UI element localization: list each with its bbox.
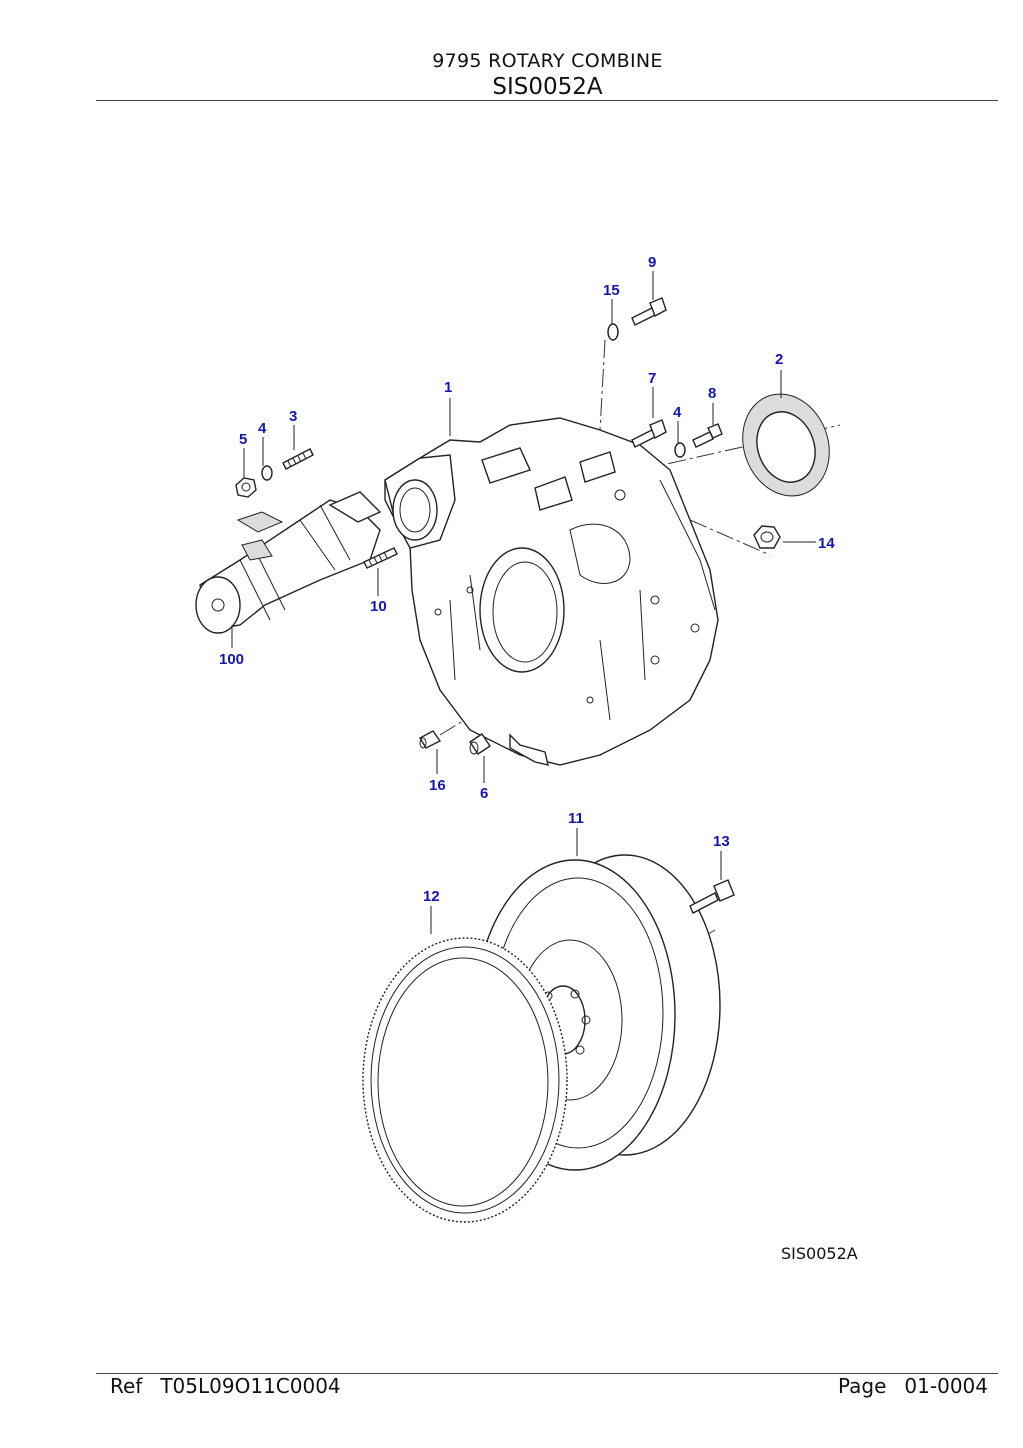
callout-9: 9 [648,254,656,271]
footer-ref: Ref T05L09O11C0004 [110,1374,341,1398]
callout-14: 14 [818,535,835,552]
flywheel-housing [384,417,719,766]
ref-label: Ref [110,1374,143,1398]
starter-nut [235,477,257,498]
footer-page: Page 01-0004 [838,1374,988,1398]
callout-8: 8 [708,385,716,402]
ref-value: T05L09O11C0004 [160,1374,341,1398]
document-code: SIS0052A [492,74,603,100]
dowel-pin [419,730,442,749]
callout-13: 13 [713,833,730,850]
starter-washer [261,465,273,481]
callout-100: 100 [219,651,244,668]
callout-7: 7 [648,370,656,387]
bolt-middle [631,419,667,448]
callout-5: 5 [239,431,247,448]
sleeve [469,733,491,755]
callout-16: 16 [429,777,446,794]
callout-3: 3 [289,408,297,425]
drawing-code: SIS0052A [781,1244,858,1263]
callout-12: 12 [423,888,440,905]
flywheel-bolt [689,879,735,914]
flywheel [474,854,721,1171]
centerline [639,424,841,471]
footer-divider [96,1373,998,1374]
ring-gear [362,937,568,1223]
starter-motor [195,491,382,634]
starter-stud [282,448,314,470]
washer-top [607,323,619,341]
washer-middle [674,442,686,458]
callout-2: 2 [775,351,783,368]
leader-lines [231,271,816,934]
oil-seal [742,393,830,497]
centerline [599,339,606,431]
callout-4: 4 [258,420,267,437]
callout-4-right: 4 [673,404,682,421]
callout-1: 1 [444,379,452,396]
callout-10: 10 [370,598,387,615]
page-label: Page [838,1374,887,1398]
callout-15: 15 [603,282,620,299]
document-title: 9795 ROTARY COMBINE [432,50,663,72]
bolt-top [631,297,667,326]
housing-stud [363,547,398,569]
centerline [689,519,771,556]
bolt-right [692,423,723,448]
drain-plug [753,525,781,549]
callout-11: 11 [568,810,584,827]
header-divider [96,100,998,101]
callout-6: 6 [480,785,488,802]
page-number: 01-0004 [904,1374,988,1398]
